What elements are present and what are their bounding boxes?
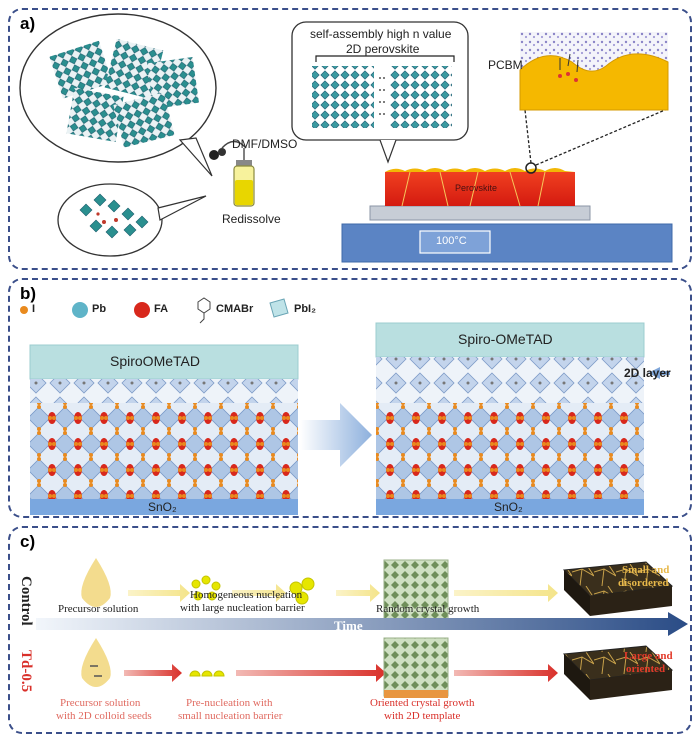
control-arrow-4 bbox=[454, 584, 558, 602]
control-nucleation-line2: with large nucleation barrier bbox=[180, 602, 305, 614]
2d-layer-arrow bbox=[648, 367, 670, 379]
pcbm-label: PCBM bbox=[488, 58, 523, 72]
control-arrow-3 bbox=[336, 584, 380, 602]
hotplate bbox=[341, 223, 673, 263]
control-arrow-2 bbox=[232, 584, 286, 602]
td-precursor-line2: with 2D colloid seeds bbox=[56, 710, 152, 722]
assembly-title-line1: self-assembly high n value bbox=[310, 27, 452, 41]
control-nuclei bbox=[191, 575, 221, 601]
td-row-label: Td-0.5 bbox=[18, 650, 34, 693]
panel-b bbox=[8, 278, 692, 518]
control-precursor: Precursor solution bbox=[58, 603, 139, 615]
htl-right bbox=[375, 322, 645, 358]
time-label: Time bbox=[334, 618, 363, 633]
perovskite-label: Perovskite bbox=[455, 183, 498, 193]
legend-i-label: I bbox=[32, 303, 36, 315]
pcbm-inset bbox=[519, 32, 669, 111]
td-nucleation-line2: small nucleation barrier bbox=[178, 710, 283, 722]
htl-left bbox=[29, 344, 299, 380]
legend-fa-label: FA bbox=[154, 303, 169, 315]
control-clusters bbox=[289, 577, 315, 605]
td-growth-line2: with 2D template bbox=[384, 710, 461, 722]
vial-icon bbox=[233, 160, 255, 207]
td-result-line1: Large and bbox=[624, 650, 673, 662]
2d-stack-right bbox=[390, 66, 452, 128]
dropper-icon bbox=[209, 140, 247, 160]
panel-a bbox=[8, 8, 692, 270]
etl-left-label: SnO₂ bbox=[148, 500, 177, 514]
control-row-label: Control bbox=[18, 576, 34, 626]
legend-pb-label: Pb bbox=[92, 303, 107, 315]
td-arrow-1 bbox=[124, 664, 182, 682]
td-arrow-2 bbox=[236, 664, 386, 682]
legend-cmabr-label: CMABr bbox=[216, 303, 254, 315]
legend-pb-icon bbox=[72, 302, 88, 318]
td-result-line2: oriented bbox=[626, 663, 666, 675]
htl-right-label: Spiro-OMeTAD bbox=[458, 331, 553, 347]
td-crystal-square bbox=[383, 637, 449, 697]
control-result-line2: disordered bbox=[618, 577, 669, 589]
legend-pbi2-label: PbI₂ bbox=[294, 303, 316, 315]
td-nucleation-line1: Pre-nucleation with bbox=[186, 697, 273, 709]
control-crystal-square bbox=[383, 559, 449, 625]
etl-right-label: SnO₂ bbox=[494, 500, 523, 514]
colloid-structure bbox=[79, 193, 149, 239]
colloid-bubble bbox=[57, 183, 163, 257]
control-growth: Random crystal growth bbox=[376, 603, 480, 615]
panel-b-label: b) bbox=[20, 284, 37, 303]
crystal-domains bbox=[49, 38, 199, 148]
time-arrow bbox=[36, 612, 688, 636]
solvent-label: DMF/DMSO bbox=[232, 137, 298, 151]
temperature-label: 100°C bbox=[436, 235, 467, 247]
legend bbox=[20, 297, 289, 324]
legend-fa-icon bbox=[134, 302, 150, 318]
htl-left-label: SpiroOMeTAD bbox=[110, 353, 200, 369]
panel-a-graphic bbox=[19, 13, 673, 263]
control-result-line1: Small and bbox=[622, 564, 670, 576]
td-precursor-line1: Precursor solution bbox=[60, 697, 141, 709]
perovskite-lattice-left bbox=[30, 403, 298, 509]
td-growth-line1: Oriented crystal growth bbox=[370, 697, 475, 709]
glass-substrate bbox=[369, 205, 591, 221]
process-arrow bbox=[300, 403, 372, 467]
redissolve-label: Redissolve bbox=[222, 212, 281, 226]
control-arrow-1 bbox=[128, 584, 190, 602]
control-drop-icon bbox=[81, 558, 111, 607]
panel-b-graphic bbox=[20, 297, 670, 515]
2d-layer-right bbox=[376, 357, 644, 403]
td-drop-icon bbox=[81, 638, 111, 687]
interface-left bbox=[30, 379, 298, 403]
panel-c-graphic bbox=[36, 558, 688, 700]
legend-pbi2-icon bbox=[269, 298, 289, 318]
legend-i-icon bbox=[20, 306, 28, 314]
2d-stack-left bbox=[312, 66, 374, 128]
td-nuclei bbox=[189, 670, 225, 677]
panel-c bbox=[8, 526, 692, 734]
assembly-title-line2: 2D perovskite bbox=[346, 42, 420, 56]
etl-right bbox=[376, 499, 644, 515]
perovskite-lattice-right bbox=[376, 403, 644, 509]
control-nucleation-line1: Homogeneous nucleation bbox=[190, 589, 303, 601]
panel-c-label: c) bbox=[20, 532, 36, 551]
panel-a-label: a) bbox=[20, 14, 36, 33]
legend-cmabr-icon bbox=[197, 297, 211, 324]
etl-left bbox=[30, 499, 298, 515]
td-arrow-3 bbox=[454, 664, 558, 682]
2d-layer-label: 2D layer bbox=[624, 366, 671, 380]
